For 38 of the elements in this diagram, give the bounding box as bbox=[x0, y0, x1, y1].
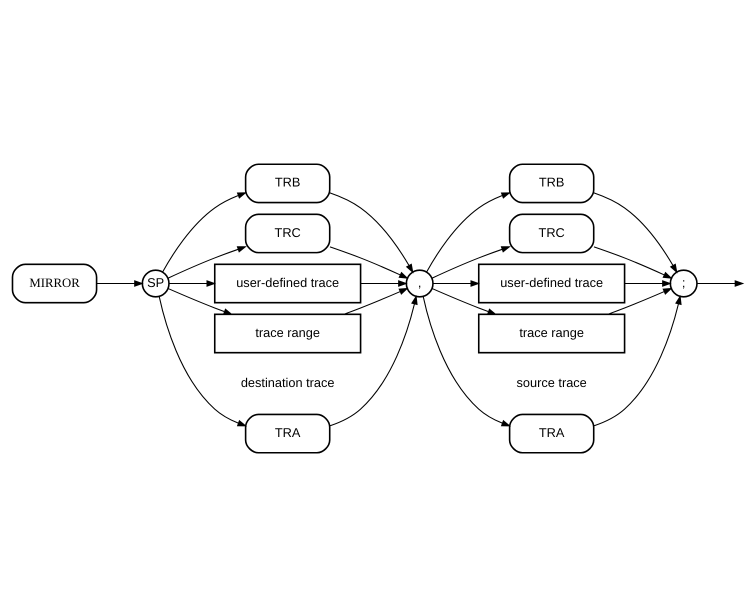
node-box: trace range bbox=[214, 313, 362, 353]
arrow bbox=[168, 246, 247, 278]
node-circle: SP bbox=[142, 268, 170, 298]
arrow bbox=[433, 280, 480, 286]
arrow bbox=[594, 294, 682, 426]
arrow bbox=[360, 280, 408, 286]
label: destination trace bbox=[240, 374, 335, 390]
arrow bbox=[344, 287, 409, 314]
arrow bbox=[608, 287, 673, 314]
arrow bbox=[624, 280, 672, 286]
arrow bbox=[330, 294, 418, 426]
arrow bbox=[432, 246, 511, 278]
label: source trace bbox=[516, 374, 587, 390]
node-box: TRA bbox=[508, 413, 595, 454]
node-box: TRC bbox=[508, 213, 595, 253]
node-box: trace range bbox=[478, 313, 626, 353]
arrow bbox=[162, 192, 247, 272]
arrow bbox=[330, 192, 414, 273]
node-box: TRA bbox=[244, 413, 331, 454]
arrow bbox=[426, 192, 511, 272]
arrow bbox=[330, 246, 409, 278]
node-box: user-defined trace bbox=[214, 263, 362, 303]
arrow bbox=[158, 296, 248, 426]
arrow bbox=[594, 192, 678, 273]
node-box: TRB bbox=[508, 162, 595, 203]
node-box: TRC bbox=[244, 213, 331, 253]
node-box: user-defined trace bbox=[478, 263, 626, 303]
arrow bbox=[96, 280, 144, 286]
node-box: MIRROR bbox=[12, 263, 98, 303]
arrow bbox=[169, 280, 216, 286]
node-box: TRB bbox=[244, 162, 331, 203]
arrow bbox=[697, 280, 744, 286]
node-circle: , bbox=[406, 268, 434, 298]
node-circle: ; bbox=[670, 268, 698, 298]
arrow bbox=[432, 288, 498, 314]
arrow bbox=[422, 296, 512, 426]
arrow bbox=[594, 246, 673, 278]
arrow bbox=[168, 288, 234, 314]
